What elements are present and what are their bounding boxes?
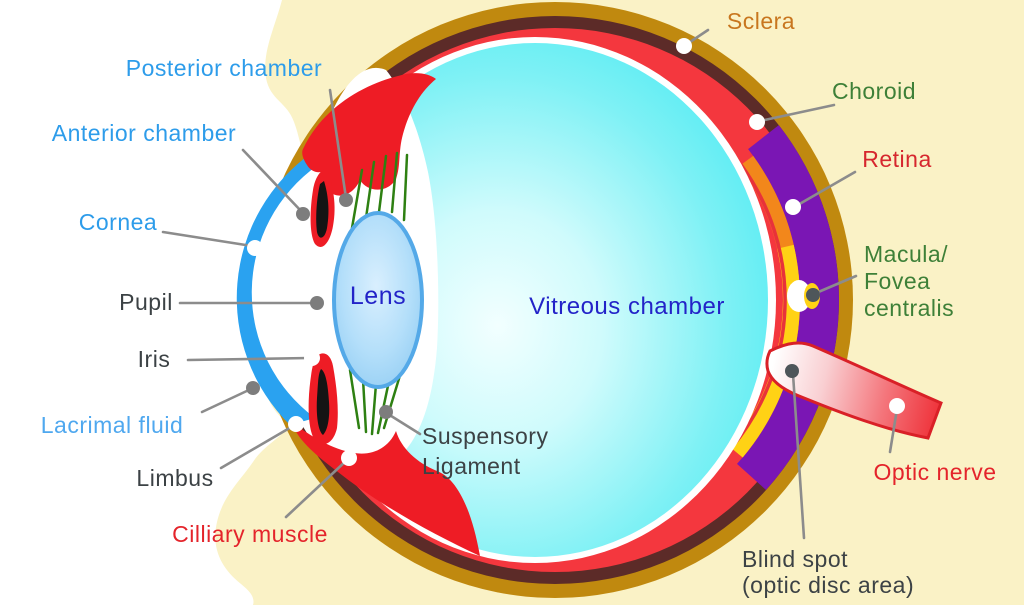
label-pupil: Pupil	[119, 289, 173, 315]
macula-line-3: centralis	[864, 295, 955, 321]
iris-upper-slit	[316, 181, 329, 238]
label-blind-spot: Blind spot (optic disc area)	[742, 546, 914, 598]
label-optic-nerve: Optic nerve	[873, 459, 997, 485]
retina-inner-red-line	[729, 163, 787, 450]
suspensory-line-2: Ligament	[422, 453, 521, 479]
dot-pupil	[310, 296, 324, 310]
dot-optic-nerve	[889, 398, 905, 414]
label-cornea: Cornea	[78, 209, 158, 235]
dot-blind-spot	[785, 364, 799, 378]
label-anterior-chamber: Anterior chamber	[51, 120, 237, 146]
leader-anterior-chamber	[241, 148, 304, 214]
leader-cornea	[161, 230, 254, 248]
leader-macula	[814, 274, 858, 295]
leader-lacrimal-fluid	[200, 387, 253, 414]
dot-macula	[806, 288, 820, 302]
label-posterior-chamber: Posterior chamber	[125, 55, 323, 81]
label-cilliary-muscle: Cilliary muscle	[172, 521, 328, 547]
dot-anterior-chamber	[296, 207, 310, 221]
label-vitreous-chamber: Vitreous chamber	[529, 293, 725, 320]
label-panel-background	[0, 0, 306, 605]
label-lens: Lens	[349, 282, 407, 310]
iris-lower-slit	[316, 369, 330, 435]
ciliary-body-upper	[302, 73, 436, 196]
leader-blind-spot	[791, 372, 806, 540]
dot-cornea	[247, 240, 263, 256]
leader-cilliary-muscle	[284, 458, 349, 519]
dot-iris	[304, 350, 320, 366]
leader-lines	[161, 28, 899, 540]
leader-dots	[246, 38, 905, 466]
ciliary-body-lower	[293, 423, 480, 556]
label-choroid: Choroid	[831, 78, 917, 104]
dot-retina	[785, 199, 801, 215]
leader-limbus	[219, 424, 295, 470]
dot-cilliary-muscle	[341, 450, 357, 466]
label-limbus: Limbus	[136, 465, 214, 491]
blind-spot-line-2: (optic disc area)	[742, 572, 915, 598]
dot-limbus	[288, 416, 304, 432]
macula-line-1: Macula/	[864, 241, 949, 267]
dot-sclera	[676, 38, 692, 54]
lens-body	[332, 211, 424, 389]
leader-suspensory	[386, 412, 422, 436]
optic-nerve-body	[765, 341, 943, 440]
dot-choroid	[749, 114, 765, 130]
macula-line-2: Fovea	[864, 268, 931, 294]
leader-choroid	[758, 103, 836, 123]
leader-posterior-chamber	[328, 88, 348, 200]
dot-suspensory	[379, 405, 393, 419]
cornea-body	[236, 152, 318, 425]
dot-lacrimal-fluid	[246, 381, 260, 395]
fovea-white-notch	[787, 280, 811, 312]
dot-posterior-chamber	[339, 193, 353, 207]
label-sclera: Sclera	[726, 8, 796, 34]
leader-retina	[794, 170, 857, 208]
leader-iris	[186, 356, 311, 362]
label-lacrimal-fluid: Lacrimal fluid	[40, 412, 184, 438]
suspensory-line-1: Suspensory	[422, 423, 549, 449]
label-iris: Iris	[137, 346, 171, 372]
label-retina: Retina	[862, 146, 932, 172]
blind-spot-line-1: Blind spot	[742, 546, 849, 572]
label-macula-fovea: Macula/ Fovea centralis	[864, 241, 954, 322]
label-suspensory-ligament: Suspensory Ligament	[422, 421, 548, 481]
leader-optic-nerve	[888, 407, 899, 454]
